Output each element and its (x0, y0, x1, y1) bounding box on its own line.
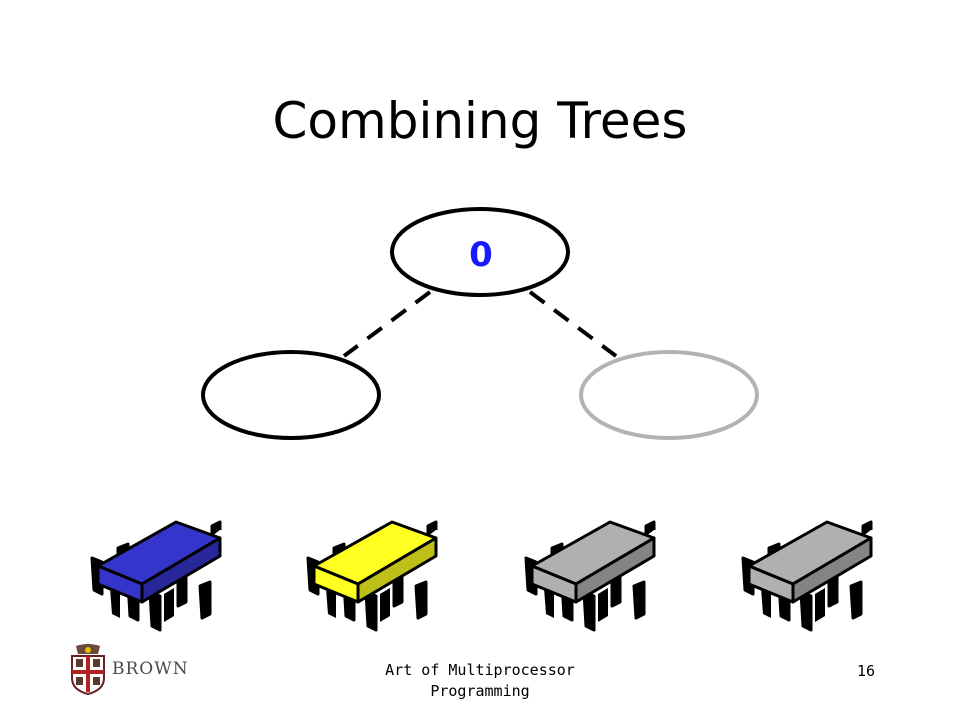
chip-leg (598, 588, 608, 622)
chip-side-face (356, 536, 438, 604)
root-node (390, 207, 570, 297)
page-number: 16 (856, 662, 876, 680)
chip-side-face (140, 536, 222, 604)
chip-side-shade (142, 538, 220, 602)
chip-leg (210, 520, 222, 536)
root-node-value: 0 (469, 235, 493, 275)
processor-chip-4 (741, 520, 873, 632)
edge-root-right (528, 290, 618, 358)
processor-chip-2 (306, 520, 438, 632)
left-child-node (201, 350, 381, 440)
brown-logo: BROWN (68, 644, 189, 696)
chip-leg (110, 588, 120, 618)
chip-leg (644, 520, 656, 536)
chip-leg (761, 588, 771, 618)
right-child-node (579, 350, 759, 440)
chip-leg (861, 520, 873, 536)
processor-chip-1 (90, 520, 222, 632)
brown-shield-icon (71, 644, 105, 696)
chip-leg (632, 580, 646, 620)
edge-root-left (342, 290, 432, 358)
processor-chip-3 (524, 520, 656, 632)
chip-leg (815, 588, 825, 622)
chip-side-shade (793, 538, 871, 602)
chip-side-shade (358, 538, 436, 602)
chip-leg (380, 588, 390, 622)
chip-leg (426, 520, 438, 536)
slide-title: Combining Trees (272, 92, 688, 150)
footer-text: Art of Multiprocessor Programming (385, 661, 575, 700)
brown-logo-text: BROWN (112, 659, 189, 679)
chip-side-face (791, 536, 873, 604)
chip-leg (414, 580, 428, 620)
chip-leg (326, 588, 336, 618)
chip-side-face (574, 536, 656, 604)
chip-leg (544, 588, 554, 618)
chip-side-shade (576, 538, 654, 602)
chip-leg (198, 580, 212, 620)
chip-leg (164, 588, 174, 622)
chip-leg (849, 580, 863, 620)
